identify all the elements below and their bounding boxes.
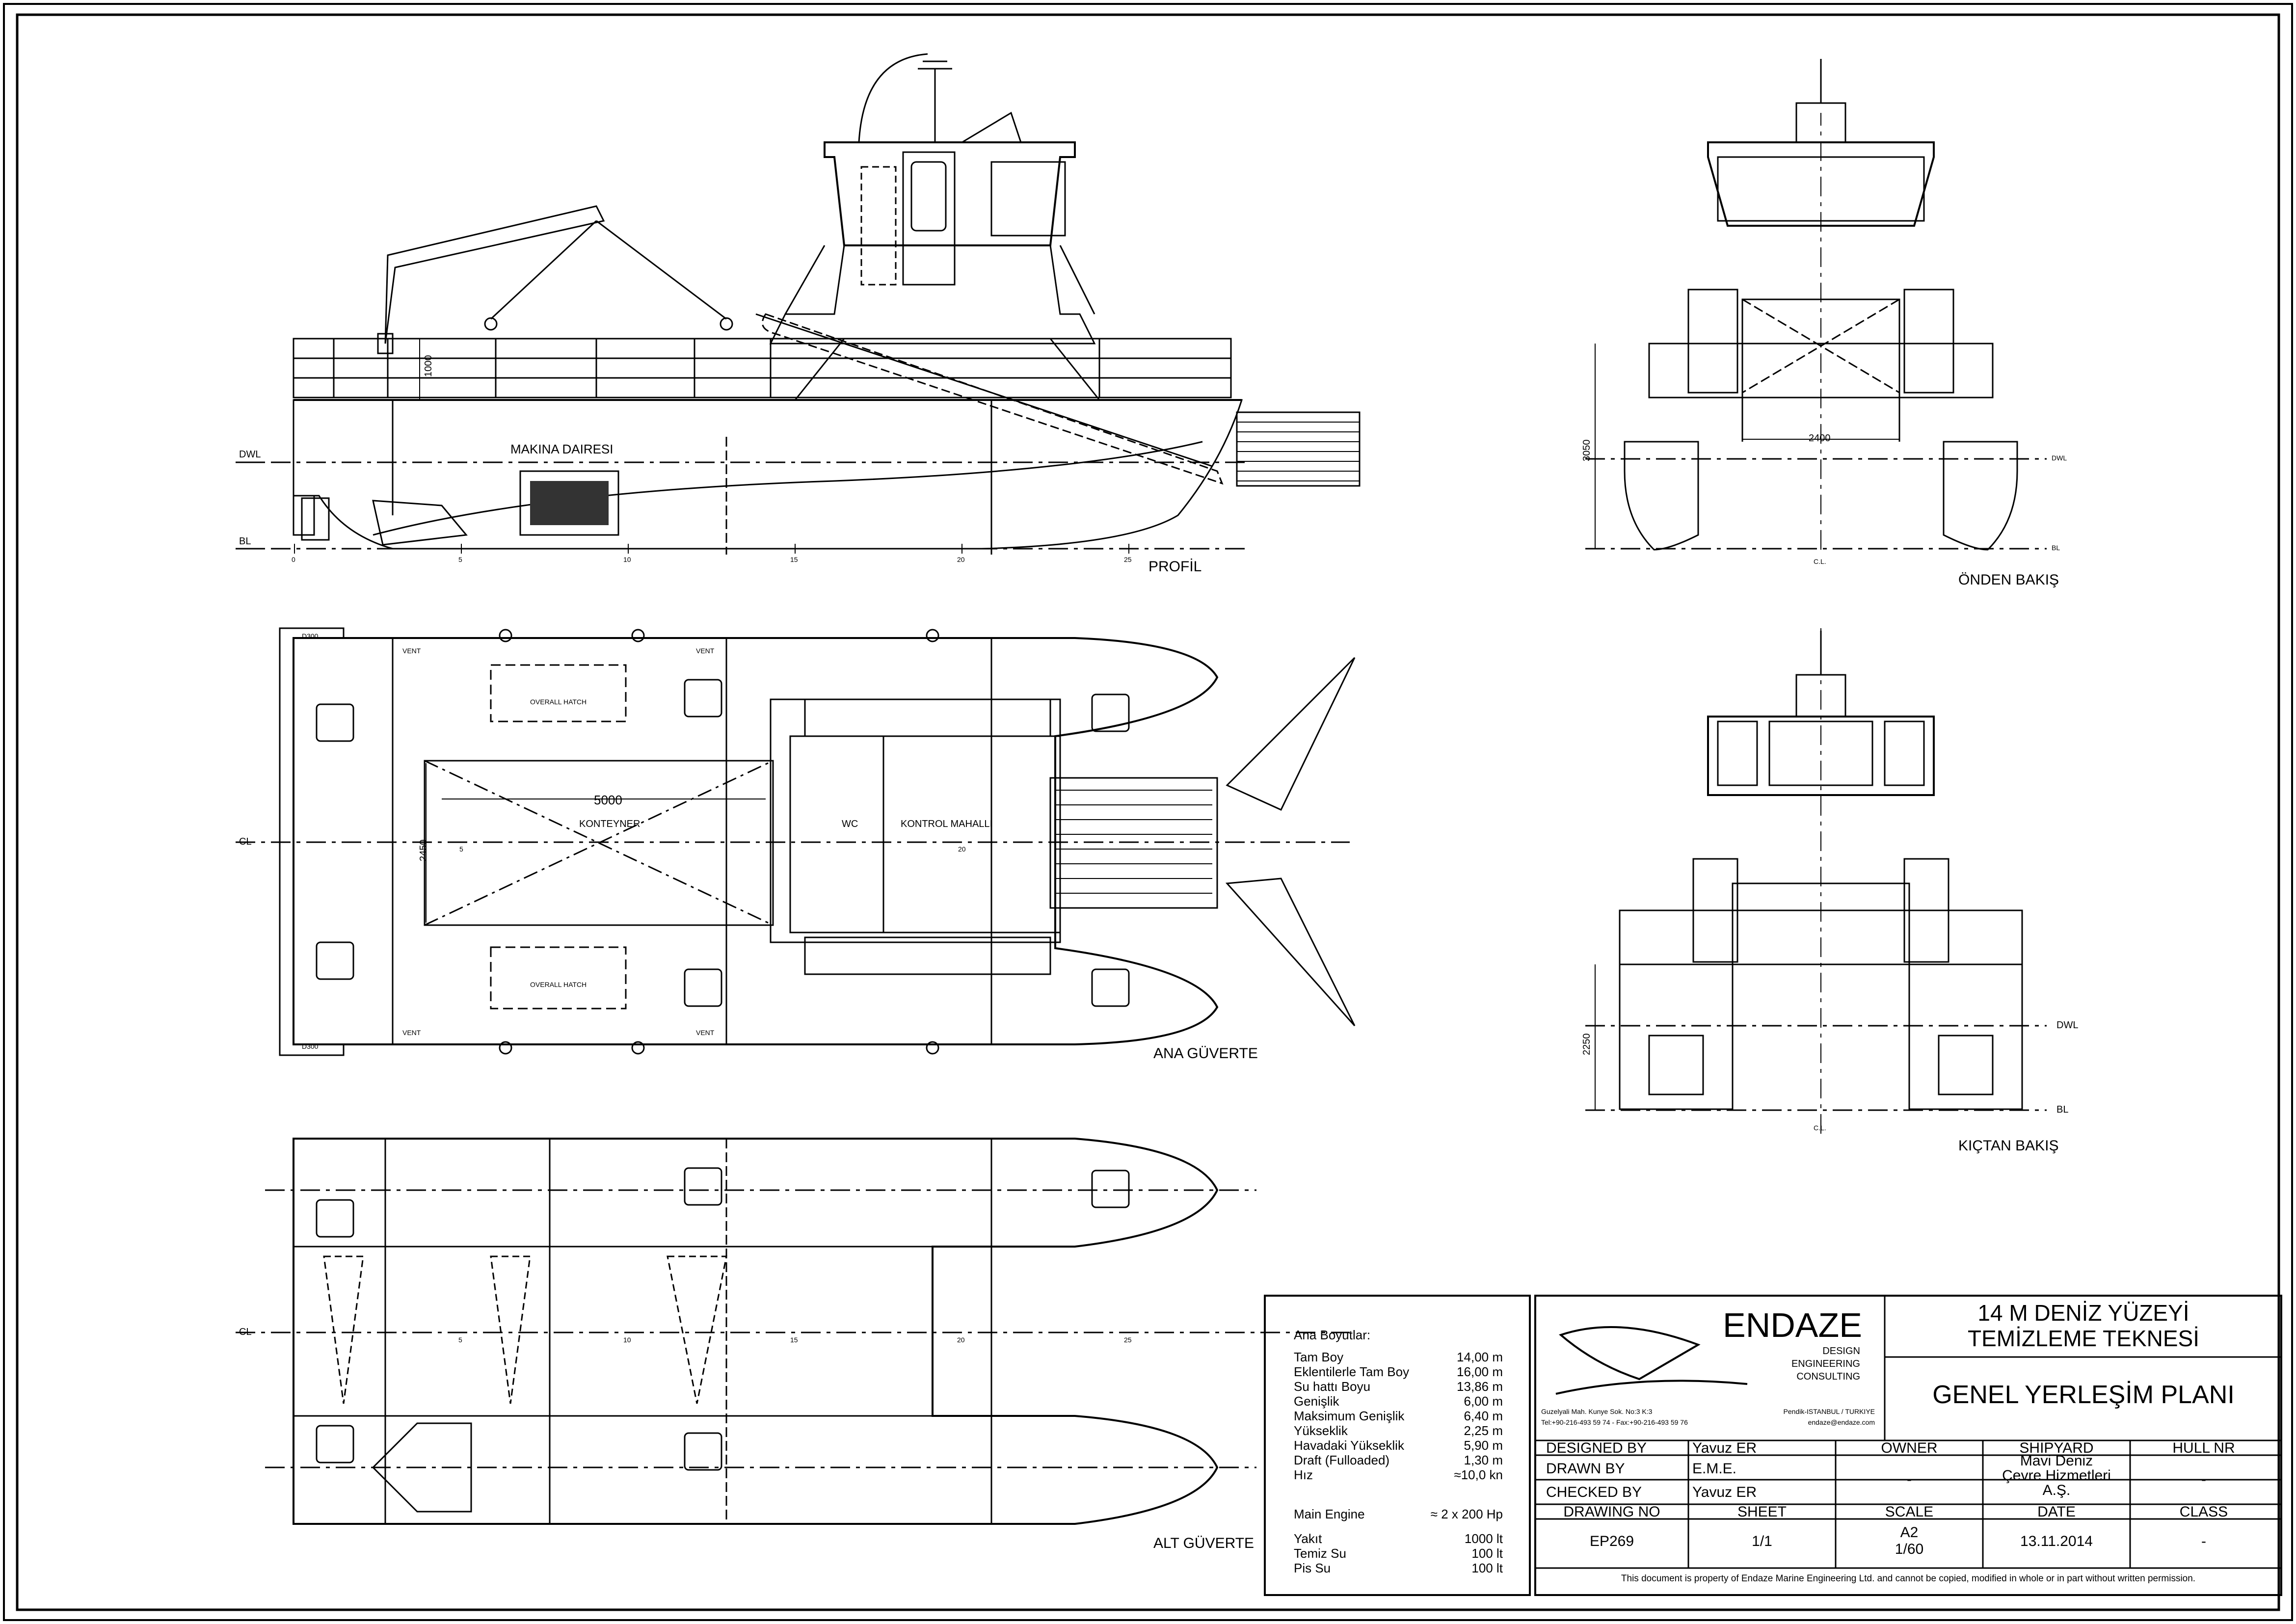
- drawn-by-label: DRAWN BY: [1546, 1461, 1625, 1477]
- control-room-label: KONTROL MAHALLI: [901, 819, 993, 829]
- stern-cl-label: C.L.: [1814, 1124, 1826, 1132]
- front-view: [1585, 59, 2047, 551]
- profile-bl-label: BL: [239, 536, 251, 547]
- drawn-by-value: E.M.E.: [1692, 1461, 1737, 1477]
- shipyard-value-3: A.Ş.: [2042, 1482, 2071, 1498]
- scale-paper: A2: [1900, 1524, 1919, 1541]
- shipyard-label: SHIPYARD: [2019, 1440, 2094, 1456]
- main-deck-cl-label: CL: [239, 836, 252, 847]
- stern-dwl-label: DWL: [2056, 1020, 2079, 1031]
- designed-by-value: Yavuz ER: [1692, 1440, 1757, 1456]
- company-address-1: Guzelyali Mah. Kunye Sok. No:3 K:3: [1541, 1408, 1653, 1415]
- shipyard-value-2: Çevre Hizmetleri: [2002, 1467, 2111, 1484]
- hull-nr-value: -: [2201, 1471, 2206, 1488]
- front-height-dim: 3050: [1581, 439, 1592, 462]
- vent-label: VENT: [402, 647, 421, 655]
- drawing-no-value: EP269: [1589, 1533, 1634, 1549]
- company-name: ENDAZE: [1723, 1306, 1862, 1344]
- container-width-dim: 2450: [418, 839, 429, 862]
- sheet-label: SHEET: [1737, 1504, 1787, 1520]
- sheet-value: 1/1: [1752, 1533, 1772, 1549]
- checked-by-value: Yavuz ER: [1692, 1484, 1757, 1500]
- owner-value: -: [1907, 1471, 1912, 1488]
- lower-deck-cl-label: CL: [239, 1327, 252, 1337]
- spec-panel-frame: [1264, 1295, 1531, 1596]
- profile-frame-5: 5: [458, 556, 462, 563]
- class-label: CLASS: [2179, 1504, 2228, 1520]
- project-title-2: TEMİZLEME TEKNESİ: [1967, 1326, 2200, 1351]
- stern-height-dim: 2250: [1581, 1033, 1592, 1056]
- lower-deck-view: [236, 1138, 1350, 1525]
- drawing-title: GENEL YERLEŞİM PLANI: [1932, 1381, 2235, 1409]
- front-dwl-label: DWL: [2052, 454, 2067, 462]
- overall-hatch-top: OVERALL HATCH: [530, 698, 587, 706]
- stern-bl-label: BL: [2056, 1104, 2069, 1115]
- profile-frame-15: 15: [790, 556, 798, 563]
- designed-by-label: DESIGNED BY: [1546, 1440, 1647, 1456]
- hull-nr-label: HULL NR: [2172, 1440, 2235, 1456]
- profile-frame-20: 20: [957, 556, 965, 563]
- class-value: -: [2201, 1533, 2206, 1549]
- front-view-title: ÖNDEN BAKIŞ: [1958, 572, 2059, 588]
- lower-deck-frame-10: 10: [623, 1336, 631, 1344]
- profile-frame-0: 0: [292, 556, 295, 563]
- drawing-no-label: DRAWING NO: [1563, 1504, 1660, 1520]
- inner-border: [16, 13, 2280, 1611]
- outer-border: [3, 3, 2293, 1621]
- stern-view: [1585, 628, 2047, 1134]
- lower-deck-title: ALT GÜVERTE: [1153, 1535, 1255, 1551]
- checked-by-label: CHECKED BY: [1546, 1484, 1642, 1500]
- company-tagline-3: CONSULTING: [1796, 1371, 1860, 1382]
- lower-deck-frame-20: 20: [957, 1336, 965, 1344]
- stern-view-title: KIÇTAN BAKIŞ: [1958, 1138, 2059, 1154]
- lower-deck-frame-15: 15: [790, 1336, 798, 1344]
- owner-label: OWNER: [1881, 1440, 1938, 1456]
- company-tagline-2: ENGINEERING: [1791, 1358, 1860, 1369]
- date-label: DATE: [2037, 1504, 2076, 1520]
- shipyard-value-1: Mavi Deniz: [2020, 1453, 2093, 1469]
- profile-frame-25: 25: [1124, 556, 1132, 563]
- profile-title: PROFİL: [1148, 559, 1202, 575]
- profile-height-dim: 1000: [423, 355, 434, 377]
- overall-hatch-bottom: OVERALL HATCH: [530, 981, 587, 988]
- copyright-notice: This document is property of Endaze Mari…: [1621, 1573, 2196, 1584]
- d300-label: D300: [302, 632, 319, 640]
- main-deck-frame-20: 20: [958, 845, 966, 853]
- company-tagline-1: DESIGN: [1822, 1346, 1860, 1357]
- company-email: endaze@endaze.com: [1808, 1418, 1875, 1426]
- container-label: KONTEYNER: [579, 819, 641, 829]
- wc-label: WC: [842, 819, 858, 829]
- profile-dwl-label: DWL: [239, 449, 261, 460]
- container-length-dim: 5000: [594, 793, 622, 807]
- lower-deck-frame-25: 25: [1124, 1336, 1132, 1344]
- vent-label: VENT: [402, 1029, 421, 1037]
- lower-deck-frame-5: 5: [458, 1336, 462, 1344]
- main-deck-title: ANA GÜVERTE: [1153, 1045, 1258, 1062]
- vent-label: VENT: [696, 1029, 715, 1037]
- company-city: Pendik-ISTANBUL / TURKIYE: [1783, 1408, 1875, 1415]
- profile-frame-10: 10: [623, 556, 631, 563]
- profile-view: [236, 53, 1361, 555]
- front-width-dim: 2400: [1809, 433, 1831, 444]
- specs-heading: Ana Boyutlar:: [1294, 1328, 1371, 1342]
- front-bl-label: BL: [2052, 544, 2060, 552]
- vent-label: VENT: [696, 647, 715, 655]
- main-deck-frame-5: 5: [459, 845, 463, 853]
- title-block-frame: [1534, 1295, 2282, 1596]
- scale-value: 1/60: [1895, 1541, 1924, 1557]
- d300-label: D300: [302, 1042, 319, 1050]
- project-title-1: 14 M DENİZ YÜZEYİ: [1977, 1300, 2189, 1326]
- main-deck-view: [236, 627, 1356, 1056]
- engine-room-label: MAKINA DAIRESI: [510, 442, 614, 456]
- front-cl-label: C.L.: [1814, 558, 1826, 565]
- scale-label: SCALE: [1885, 1504, 1934, 1520]
- date-value: 13.11.2014: [2020, 1533, 2093, 1549]
- company-address-2: Tel:+90-216-493 59 74 - Fax:+90-216-493 …: [1541, 1418, 1688, 1426]
